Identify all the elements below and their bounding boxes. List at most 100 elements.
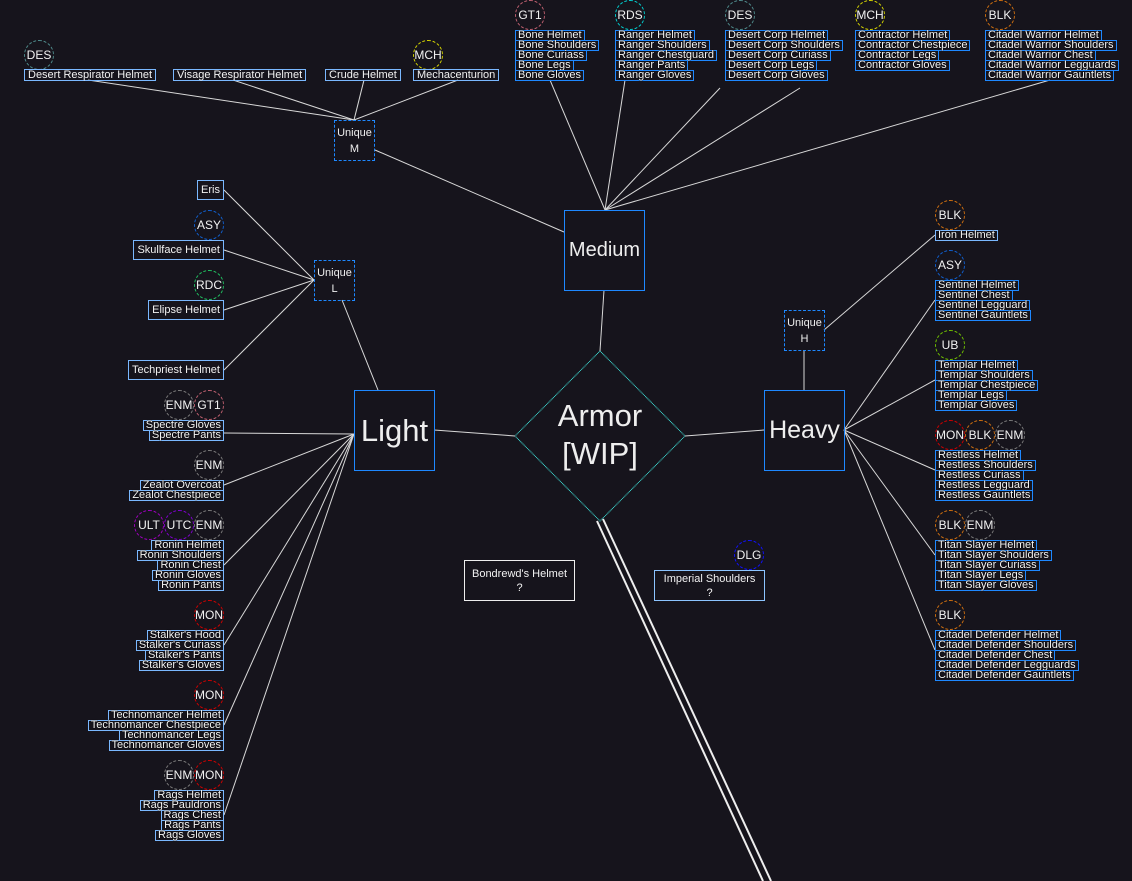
unassigned-bondrewds-helmet[interactable]: Bondrewd's Helmet ?: [464, 560, 575, 601]
armor-item[interactable]: Contractor Gloves: [855, 60, 950, 71]
medium-label: Medium: [568, 239, 641, 261]
badge-MON: MON: [194, 600, 224, 630]
badge-RDC: RDC: [194, 270, 224, 300]
connector-line: [843, 299, 936, 431]
badge-ASY: ASY: [194, 210, 224, 240]
connector-line: [684, 429, 765, 437]
armor-item[interactable]: Rags Gloves: [155, 830, 224, 841]
heavy-label: Heavy: [769, 416, 840, 444]
armor-item[interactable]: Templar Gloves: [935, 400, 1018, 411]
connector-line: [223, 432, 355, 435]
armor-item[interactable]: Restless Gauntlets: [935, 490, 1034, 501]
armor-item[interactable]: Elipse Helmet: [148, 300, 224, 320]
badge-BLK: BLK: [965, 420, 995, 450]
armor-item[interactable]: Bone Gloves: [515, 70, 584, 81]
badge-DES: DES: [725, 0, 755, 30]
armor-item[interactable]: Technomancer Gloves: [108, 740, 224, 751]
note-status: ?: [516, 581, 523, 594]
connector-line: [604, 79, 626, 211]
armor-item[interactable]: Desert Corp Gloves: [725, 70, 828, 81]
connector-line: [374, 149, 565, 233]
badge-GT1: GT1: [515, 0, 545, 30]
armor-item[interactable]: Mechacenturion: [413, 69, 500, 81]
armor-item[interactable]: Citadel Warrior Gauntlets: [985, 70, 1115, 81]
connector-line: [599, 289, 605, 352]
connector-line: [433, 429, 516, 437]
connector-line: [223, 433, 355, 816]
badge-BLK: BLK: [935, 510, 965, 540]
light-label: Light: [360, 412, 429, 448]
double-line-b: [602, 518, 772, 881]
connector-line: [604, 79, 1051, 211]
armor-item[interactable]: Ronin Pants: [158, 580, 224, 591]
unassigned-imperial-shoulders[interactable]: Imperial Shoulders ?: [654, 570, 765, 601]
armor-item[interactable]: Iron Helmet: [935, 230, 998, 241]
badge-DLG: DLG: [734, 540, 764, 570]
armor-item[interactable]: Spectre Pants: [148, 430, 224, 441]
connector-line: [823, 234, 936, 331]
category-medium[interactable]: Medium: [564, 210, 645, 291]
badge-ASY: ASY: [935, 250, 965, 280]
badge-RDS: RDS: [615, 0, 645, 30]
connector-line: [604, 87, 801, 211]
connector-line: [604, 87, 721, 211]
connector-line: [223, 433, 355, 566]
badge-UTC: UTC: [164, 510, 194, 540]
connector-line: [549, 79, 606, 211]
armor-item[interactable]: Eris: [197, 180, 224, 200]
badge-DES: DES: [24, 40, 54, 70]
badge-ENM: ENM: [194, 510, 224, 540]
armor-item[interactable]: Desert Respirator Helmet: [24, 69, 157, 81]
armor-subtitle: [WIP]: [562, 436, 638, 471]
armor-item[interactable]: Ranger Gloves: [615, 70, 695, 81]
badge-UB: UB: [935, 330, 965, 360]
badge-ULT: ULT: [134, 510, 164, 540]
armor-item[interactable]: Titan Slayer Gloves: [935, 580, 1037, 591]
armor-item[interactable]: Techpriest Helmet: [127, 360, 224, 380]
unique-m-sub: M: [349, 142, 360, 155]
connector-line: [223, 433, 355, 646]
unique-l-label: Unique: [317, 266, 352, 279]
armor-item[interactable]: Skullface Helmet: [133, 240, 224, 260]
badge-MCH: MCH: [855, 0, 885, 30]
badge-ENM: ENM: [194, 450, 224, 480]
armor-center-node[interactable]: Armor [WIP]: [530, 390, 670, 480]
connector-line: [341, 299, 379, 391]
connector-line: [223, 279, 315, 311]
double-line-a: [596, 520, 764, 881]
unique-l-sub: L: [331, 282, 338, 295]
armor-item[interactable]: Sentinel Gauntlets: [935, 310, 1031, 321]
unique-h-label: Unique: [787, 316, 822, 329]
badge-MON: MON: [935, 420, 965, 450]
connector-line: [843, 429, 936, 556]
armor-item[interactable]: Stalker's Gloves: [138, 660, 224, 671]
badge-BLK: BLK: [985, 0, 1015, 30]
connector-line: [843, 429, 936, 651]
category-light[interactable]: Light: [354, 390, 435, 471]
connector-line: [87, 79, 355, 121]
connector-line: [843, 379, 936, 431]
category-heavy[interactable]: Heavy: [764, 390, 845, 471]
unique-m-label: Unique: [337, 126, 372, 139]
connector-line: [223, 433, 355, 726]
connector-line: [223, 433, 355, 486]
unique-h-sub: H: [800, 332, 809, 345]
armor-item[interactable]: Crude Helmet: [325, 69, 401, 81]
connector-line: [353, 79, 365, 121]
badge-ENM: ENM: [965, 510, 995, 540]
armor-diamond-shape: [514, 350, 686, 522]
note-name: Bondrewd's Helmet: [471, 567, 568, 580]
badge-BLK: BLK: [935, 600, 965, 630]
armor-item[interactable]: Citadel Defender Gauntlets: [935, 670, 1074, 681]
badge-ENM: ENM: [164, 760, 194, 790]
armor-item[interactable]: Zealot Chestpiece: [129, 490, 224, 501]
connector-line: [223, 279, 315, 371]
armor-item[interactable]: Visage Respirator Helmet: [173, 69, 307, 81]
badge-ENM: ENM: [164, 390, 194, 420]
armor-title: Armor: [557, 398, 643, 433]
badge-BLK: BLK: [935, 200, 965, 230]
